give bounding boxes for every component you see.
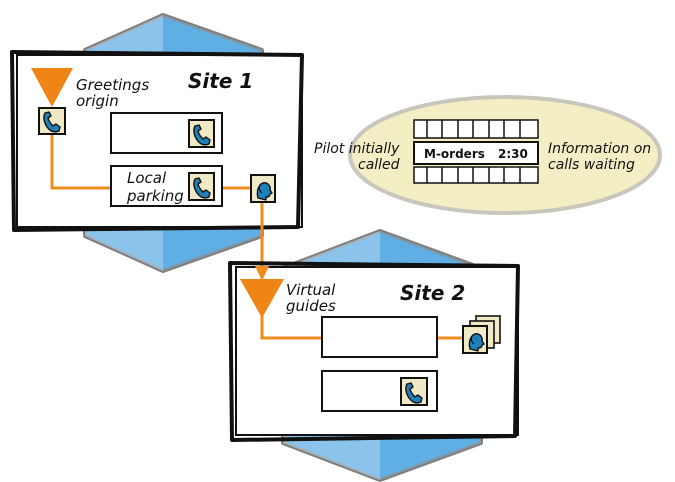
- agent-group-icon[interactable]: [462, 315, 501, 354]
- site1-agent-head-icon[interactable]: [250, 174, 276, 203]
- site2-phone-box[interactable]: [321, 370, 438, 412]
- arrow-head-icon: [255, 266, 269, 281]
- greetings-funnel-icon: [31, 68, 73, 107]
- info-label-line1: Information on: [548, 141, 651, 157]
- greetings-phone-icon[interactable]: [38, 107, 66, 135]
- pilot-label-line2: called: [358, 157, 400, 173]
- site1-queue-box[interactable]: [110, 112, 223, 154]
- pilot-label-line1: Pilot initially: [314, 141, 400, 157]
- info-label-line2: calls waiting: [548, 157, 635, 173]
- guides-label-line2: guides: [286, 297, 336, 315]
- site2-guides-box[interactable]: [321, 316, 438, 358]
- greetings-label-line1: Greetings: [76, 76, 149, 94]
- greetings-label-line2: origin: [76, 92, 119, 110]
- site2-link-lines: [260, 310, 463, 340]
- display-queue-name: M-orders: [424, 147, 485, 161]
- guides-label-line1: Virtual: [286, 281, 336, 299]
- local-parking-box[interactable]: [110, 165, 223, 207]
- virtual-guides-funnel-icon: [240, 279, 284, 318]
- site1-title: Site 1: [188, 69, 253, 93]
- calls-waiting-display: [413, 119, 539, 184]
- parking-label-line2: parking: [126, 187, 184, 205]
- site2-title: Site 2: [400, 281, 465, 305]
- parking-label-line1: Local: [127, 169, 167, 187]
- display-wait-time: 2:30: [498, 147, 528, 161]
